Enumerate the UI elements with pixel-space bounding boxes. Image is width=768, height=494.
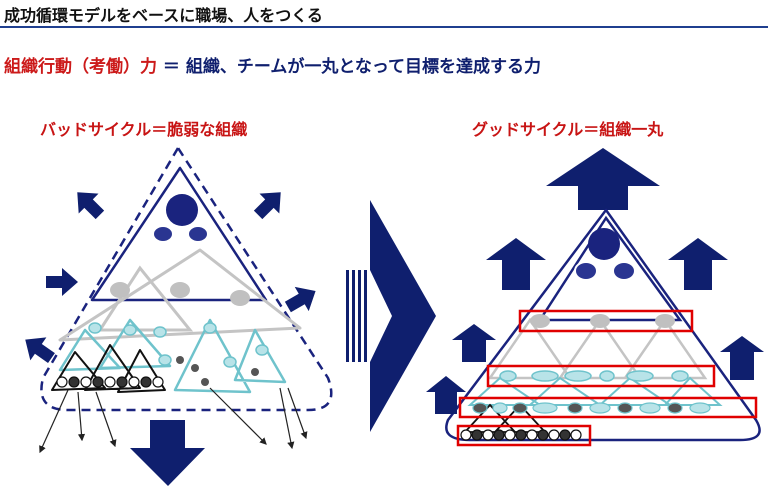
title-divider: [0, 26, 768, 28]
bad-dark-dots: [176, 356, 259, 386]
subtitle-definition: 組織、チームが一丸となって目標を達成する力: [185, 57, 541, 77]
bad-gray-triangle: [58, 248, 302, 342]
good-teal-mesh: [467, 376, 723, 406]
bad-leader-circle: [166, 194, 198, 226]
good-up-arrow: [546, 148, 660, 210]
good-row-highlight: [486, 364, 716, 388]
good-mixed-circles: [472, 402, 711, 414]
good-row-highlight: [458, 396, 758, 419]
bad-teal-circles: [88, 322, 269, 368]
bad-gray-circle: [230, 290, 250, 306]
good-row-highlight: [518, 309, 694, 333]
page-title: 成功循環モデルをベースに職場、人をつくる: [4, 6, 323, 25]
bad-cycle-diagram: [25, 146, 333, 486]
bad-gray-circle: [170, 282, 190, 298]
good-manager-circle: [574, 261, 598, 281]
bad-gray-triangle-2: [97, 265, 194, 332]
good-cycle-diagram: [426, 148, 764, 447]
good-side-arrows: [426, 238, 764, 414]
bad-scatter-arrows: [39, 387, 308, 454]
good-top-triangle: [537, 215, 683, 322]
good-row-highlight: [456, 424, 592, 447]
bad-cycle-title: バッドサイクル＝脆弱な組織: [40, 120, 248, 139]
transition-arrow: [346, 200, 436, 432]
bad-outward-arrows: [25, 192, 316, 363]
bad-outer-dashed-triangle: [40, 146, 333, 412]
subtitle: 組織行動（考働）力 ＝ 組織、チームが一丸となって目標を達成する力: [4, 52, 541, 77]
good-leader-circle: [588, 228, 620, 260]
good-bottom-circle-row: [460, 429, 582, 441]
good-outer-triangle: [445, 208, 761, 442]
good-teal-circles: [499, 370, 689, 382]
good-manager-circle: [612, 261, 636, 281]
bad-black-loop: [51, 344, 166, 393]
bad-gray-circle: [110, 282, 130, 298]
subtitle-term: 組織行動（考働）力: [4, 57, 157, 77]
good-gray-mesh: [487, 317, 708, 380]
bad-manager-circle: [152, 225, 174, 243]
bad-down-arrow: [130, 420, 205, 486]
good-cycle-title: グッドサイクル＝組織一丸: [472, 120, 664, 139]
bad-manager-circle: [187, 225, 209, 243]
bad-bottom-circle-row: [56, 376, 164, 388]
bad-top-triangle: [90, 166, 268, 302]
good-gray-circles: [530, 314, 675, 328]
subtitle-equals: ＝: [157, 57, 186, 77]
